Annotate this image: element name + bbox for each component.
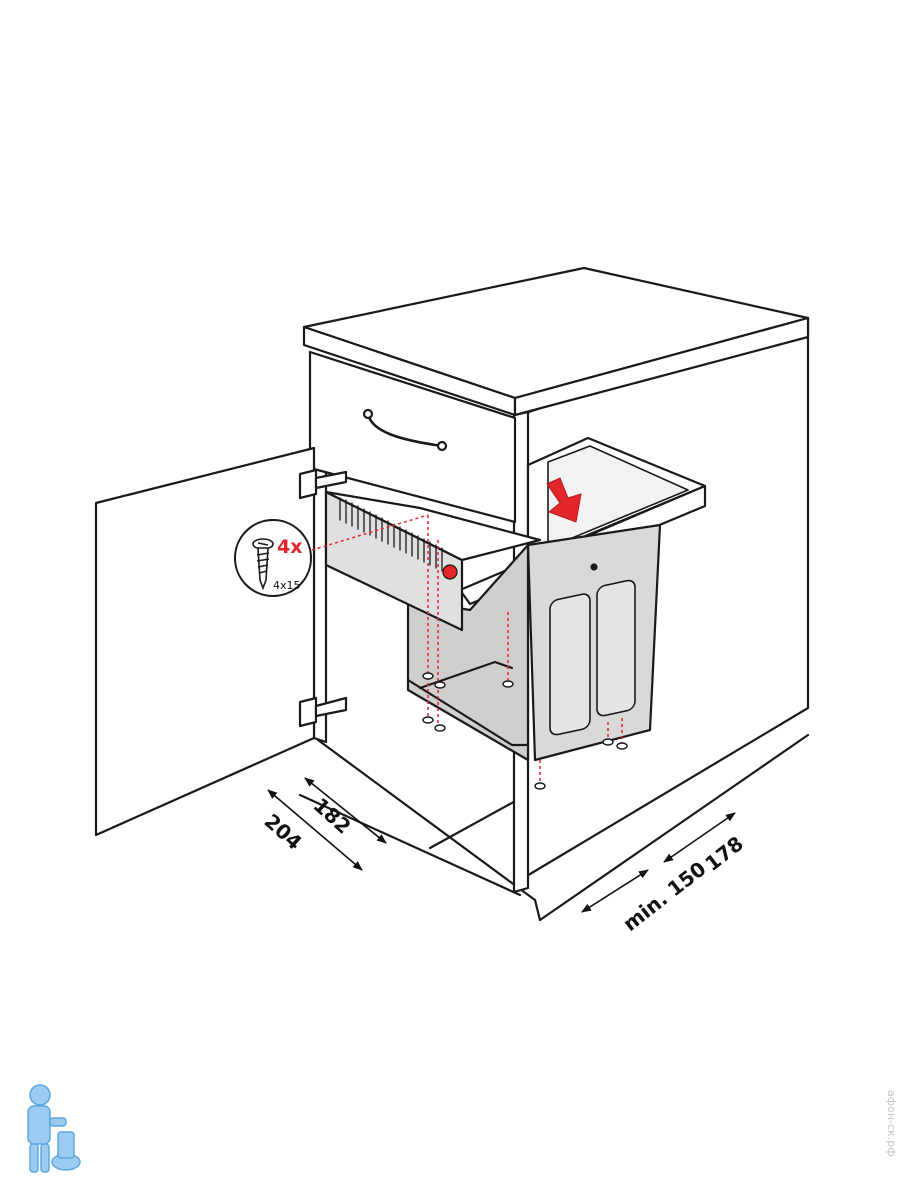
dimension-204: 204 [260, 809, 307, 855]
fixing-holes [422, 672, 628, 790]
screw-quantity: 4x [277, 536, 302, 558]
dimension-178: 178 [700, 831, 748, 876]
dimension-lines [267, 777, 736, 913]
dimension-182: 182 [309, 793, 356, 839]
red-down-arrow-icon [546, 477, 582, 523]
cabinet-door [94, 446, 348, 837]
waste-bin [406, 523, 662, 762]
plumber-mascot-icon [27, 1084, 81, 1173]
alignment-guides [311, 514, 623, 785]
dimension-min-150: min. 150 [618, 857, 710, 936]
watermark-text: афон-ск.рф [885, 1090, 898, 1157]
screw-size-label: 4x15 [273, 579, 301, 592]
top-drawer [308, 350, 517, 524]
screw-callout: 4x 4x15 [234, 519, 312, 597]
countertop [302, 266, 810, 417]
screw-icon [252, 538, 274, 591]
